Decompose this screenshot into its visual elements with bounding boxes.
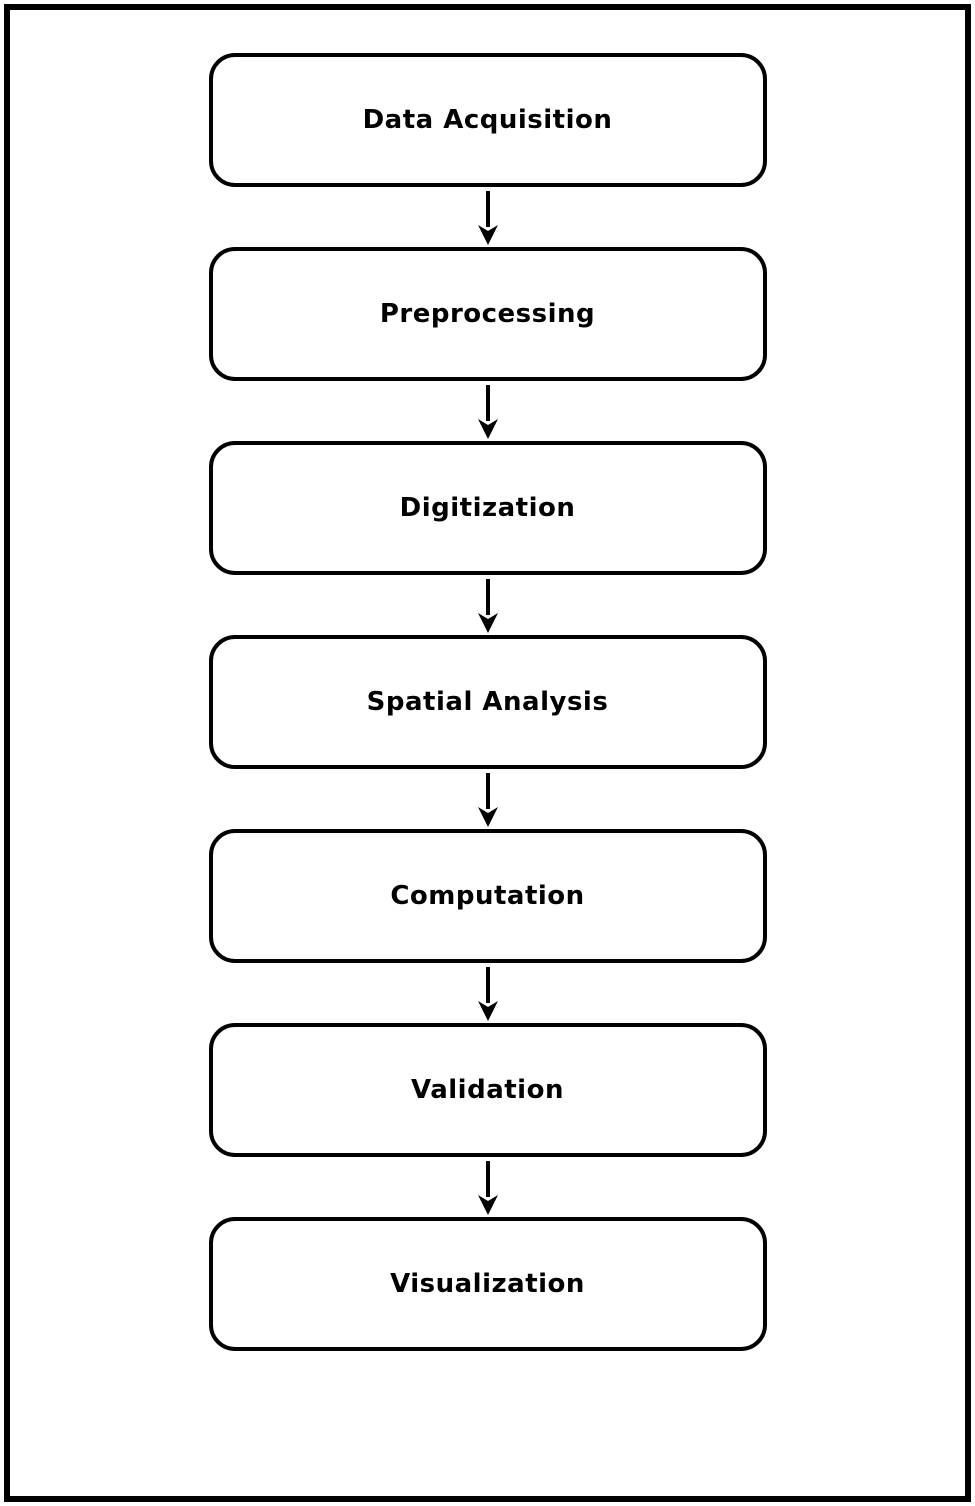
flow-connector xyxy=(475,769,501,829)
flow-step-digitization: Digitization xyxy=(208,441,767,575)
flow-step-label: Data Acquisition xyxy=(362,105,613,135)
flow-step-data-acquisition: Data Acquisition xyxy=(208,53,767,187)
flow-connector xyxy=(475,1157,501,1217)
arrow-down-icon xyxy=(477,967,498,1021)
arrow-down-icon xyxy=(477,773,498,827)
flow-step-label: Spatial Analysis xyxy=(366,687,609,717)
arrow-down-icon xyxy=(477,385,498,439)
flow-step-label: Computation xyxy=(390,881,585,911)
flow-connector xyxy=(475,575,501,635)
flow-step-visualization: Visualization xyxy=(208,1217,767,1351)
flow-step-spatial-analysis: Spatial Analysis xyxy=(208,635,767,769)
flow-connector xyxy=(475,381,501,441)
flow-step-label: Digitization xyxy=(399,493,576,523)
flow-step-validation: Validation xyxy=(208,1023,767,1157)
flow-connector xyxy=(475,963,501,1023)
flow-step-preprocessing: Preprocessing xyxy=(208,247,767,381)
arrow-down-icon xyxy=(477,191,498,245)
arrow-down-icon xyxy=(477,579,498,633)
flow-step-label: Validation xyxy=(411,1075,564,1105)
flow-step-computation: Computation xyxy=(208,829,767,963)
arrow-down-icon xyxy=(477,1161,498,1215)
flowchart: Data Acquisition Preprocessing Digitizat… xyxy=(0,53,975,1351)
flow-step-label: Visualization xyxy=(390,1269,585,1299)
flow-step-label: Preprocessing xyxy=(379,299,596,329)
flow-connector xyxy=(475,187,501,247)
